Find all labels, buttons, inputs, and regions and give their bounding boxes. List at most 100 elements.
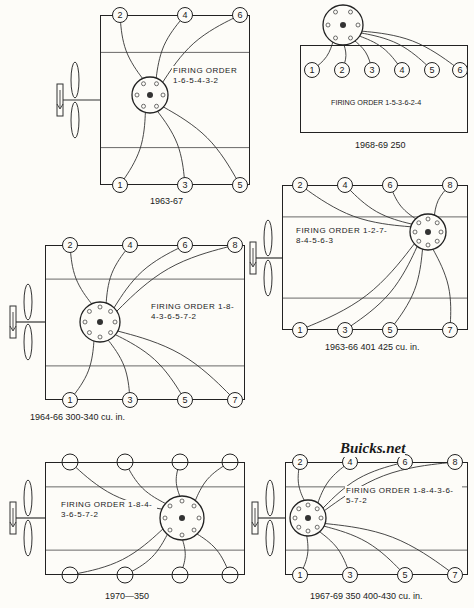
cylinder-circle: 6 <box>452 62 468 78</box>
terminal <box>109 331 113 335</box>
terminal <box>417 221 421 225</box>
rotation-arrow <box>250 248 256 267</box>
cylinder-number: 7 <box>232 395 237 405</box>
fan-blade <box>264 260 272 296</box>
distributor-cap <box>132 77 168 113</box>
terminal <box>83 320 87 324</box>
bank-line <box>45 550 245 551</box>
spark-plug-wire <box>125 462 169 505</box>
cylinder-circle: 8 <box>442 177 458 193</box>
bank-line <box>100 52 250 53</box>
spark-plug-wire <box>160 105 240 185</box>
cylinder-circle: 3 <box>364 62 380 78</box>
cylinder-number: 5 <box>402 570 407 580</box>
terminal <box>197 516 201 520</box>
engine-drawing <box>57 15 250 185</box>
cylinder-circle: 3 <box>342 567 358 583</box>
cylinder-number: 4 <box>399 65 404 75</box>
spark-plug-wire <box>70 526 166 575</box>
spark-plug-wire <box>155 108 185 185</box>
cylinder-number: 7 <box>452 570 457 580</box>
cylinder-number: 6 <box>402 457 407 467</box>
cylinder-circle: 5 <box>382 322 398 338</box>
cylinder-circle: 1 <box>304 62 320 78</box>
terminal <box>168 504 172 508</box>
engine-block: FIRING ORDER 1-2-7-8-4-5-6-324681357 <box>282 185 468 330</box>
cylinder-number: 1 <box>297 570 302 580</box>
rotation-arrow <box>57 90 63 109</box>
rotor <box>305 515 311 521</box>
rotation-arrow <box>10 508 16 527</box>
terminal <box>180 533 184 537</box>
firing-order: FIRING ORDER 1-8-4-3-6-5-7-2 <box>60 500 157 520</box>
spark-plug-wire <box>120 108 146 185</box>
cylinder-number: 8 <box>447 180 452 190</box>
spark-plug-wire <box>390 245 423 330</box>
shaft <box>255 517 285 518</box>
cylinder-circle: 2 <box>334 62 350 78</box>
cylinder-number: 3 <box>127 395 132 405</box>
cylinder-number: 2 <box>297 457 302 467</box>
cylinder-circle: 2 <box>292 454 308 470</box>
cylinder-circle: 5 <box>424 62 440 78</box>
bank-line <box>282 298 468 299</box>
bank-line <box>285 550 468 551</box>
terminal <box>349 36 353 40</box>
engine-drawing <box>252 462 468 575</box>
bank-line <box>282 216 468 217</box>
cylinder-circle: 4 <box>177 7 193 23</box>
cylinder-number: 6 <box>237 10 242 20</box>
rotor <box>179 515 185 521</box>
shaft <box>60 99 100 100</box>
terminal <box>439 230 443 234</box>
cylinder-number: 4 <box>127 240 132 250</box>
cylinder-number: 2 <box>117 10 122 20</box>
cylinder-circle: 3 <box>122 392 138 408</box>
cylinder-number: 1 <box>309 65 314 75</box>
terminal <box>319 516 323 520</box>
cylinder-circle: 8 <box>227 237 243 253</box>
distributor-cap <box>323 5 363 45</box>
cylinder-number: 6 <box>457 65 462 75</box>
pulley <box>57 84 63 116</box>
distributor-cap <box>160 496 204 540</box>
spark-plug-wire <box>106 337 130 400</box>
engine-drawing <box>10 245 245 400</box>
spark-plug-wire <box>70 245 94 307</box>
cylinder-circle <box>117 567 133 583</box>
cylinder-circle: 1 <box>292 567 308 583</box>
cylinder-number: 5 <box>182 395 187 405</box>
terminal <box>98 305 102 309</box>
spark-plug-wire <box>106 245 130 307</box>
engine-caption: 1968-69 250 <box>355 140 406 151</box>
pulley <box>10 502 16 534</box>
cylinder-number: 8 <box>452 457 457 467</box>
cylinder-circle: 3 <box>177 177 193 193</box>
engine-block: FIRING ORDER 1-6-5-4-3-2246135 <box>100 15 250 185</box>
bank-line <box>45 486 245 487</box>
cylinder-number: 6 <box>182 240 187 250</box>
fan-blade <box>71 62 79 98</box>
terminal <box>87 331 91 335</box>
fan-blade <box>24 324 32 360</box>
cylinder-number: 4 <box>342 180 347 190</box>
cylinder-number: 1 <box>297 325 302 335</box>
engine-block: FIRING ORDER 1-8-4-3-6-5-7-224681357 <box>45 245 245 400</box>
rotor <box>97 319 103 325</box>
spark-plug-wire <box>120 15 145 82</box>
cylinder-number: 1 <box>67 395 72 405</box>
cylinder-circle: 2 <box>292 177 308 193</box>
cylinder-circle: 7 <box>447 567 463 583</box>
cylinder-circle <box>222 567 238 583</box>
terminal <box>426 243 430 247</box>
firing-order: FIRING ORDER 1-8-4-3-6-5-7-2 <box>150 302 237 322</box>
cylinder-number: 5 <box>429 65 434 75</box>
fan-blade <box>71 102 79 138</box>
terminal <box>293 516 297 520</box>
spark-plug-wire <box>320 525 405 575</box>
terminal <box>87 309 91 313</box>
fan-blade <box>24 480 32 516</box>
terminal <box>349 10 353 14</box>
pulley <box>252 502 258 534</box>
spark-plug-wire <box>345 185 416 225</box>
